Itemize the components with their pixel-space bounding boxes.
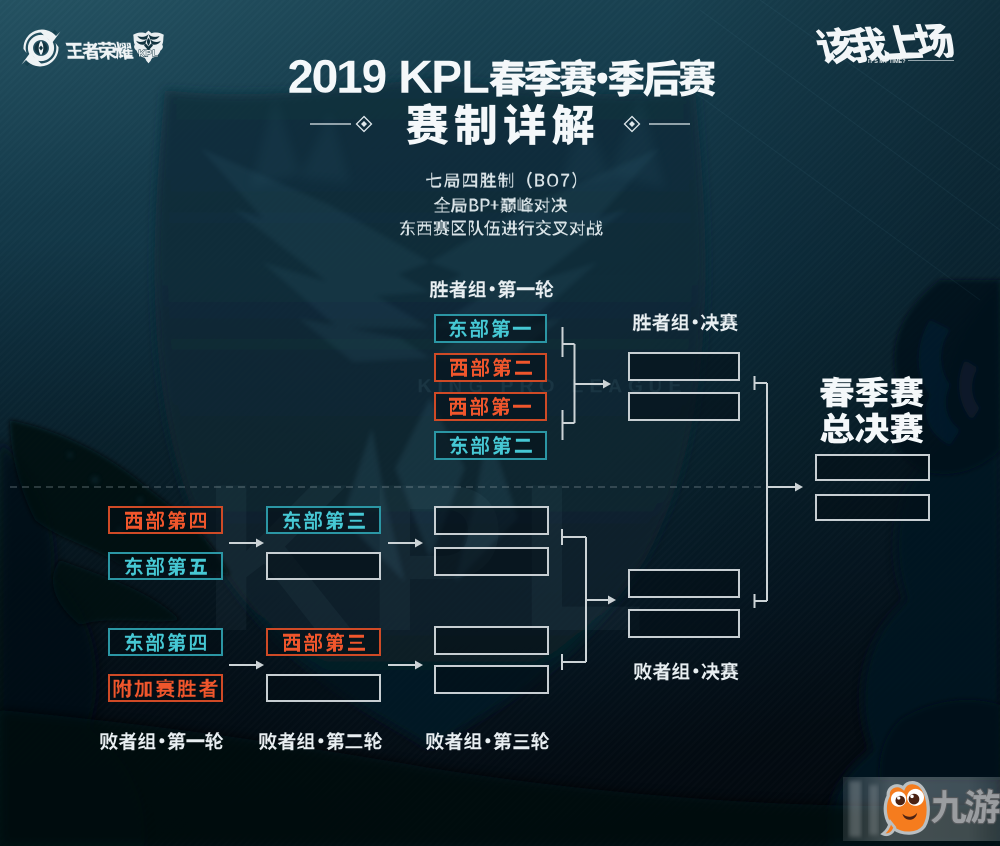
svg-text:KPL: KPL [138,49,158,60]
svg-text:IT'S MY TIME?: IT'S MY TIME? [868,59,906,65]
